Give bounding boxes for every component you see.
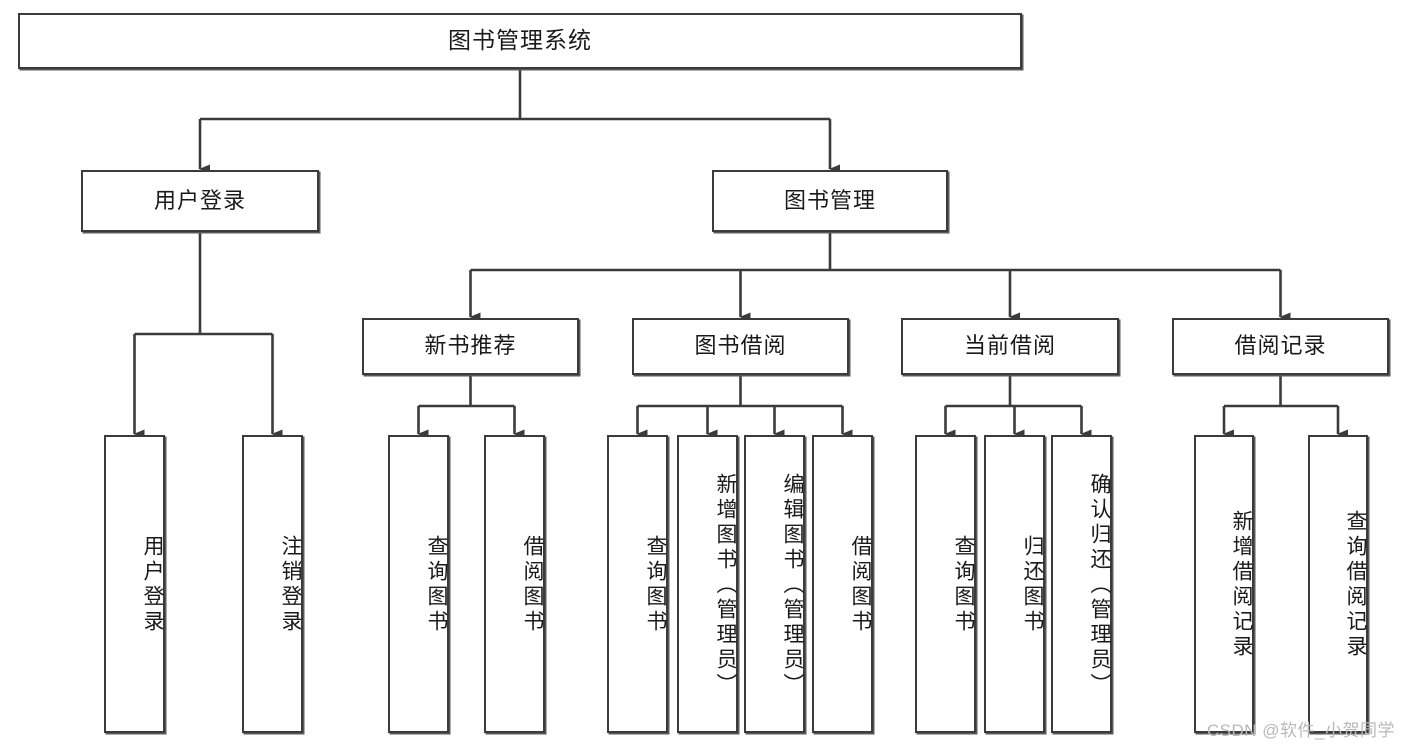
node-leaf-edit-book[interactable]: 编辑图书（管理员）: [744, 435, 805, 733]
node-book-borrow-label: 图书借阅: [694, 333, 787, 359]
node-root-label: 图书管理系统: [448, 27, 592, 54]
node-leaf-confirm-return[interactable]: 确认归还（管理员）: [1051, 435, 1112, 733]
node-new-book-recommend[interactable]: 新书推荐: [362, 318, 579, 375]
node-book-borrow[interactable]: 图书借阅: [632, 318, 849, 375]
node-current-borrow[interactable]: 当前借阅: [901, 318, 1119, 375]
node-leaf-query-record-label: 查询借阅记录: [1344, 510, 1367, 660]
node-new-book-recommend-label: 新书推荐: [424, 333, 517, 359]
node-leaf-query-book-1-label: 查询图书: [425, 535, 448, 635]
node-leaf-borrow-book-1[interactable]: 借阅图书: [484, 435, 545, 733]
watermark-label: CSDN @软件_小贺同学: [1206, 721, 1395, 740]
node-book-management[interactable]: 图书管理: [712, 170, 948, 232]
node-leaf-query-record[interactable]: 查询借阅记录: [1308, 435, 1368, 733]
node-leaf-borrow-book-1-label: 借阅图书: [521, 535, 544, 635]
node-borrow-record-label: 借阅记录: [1234, 333, 1327, 359]
node-current-borrow-label: 当前借阅: [963, 333, 1056, 359]
node-root[interactable]: 图书管理系统: [18, 13, 1022, 69]
node-leaf-borrow-book-2[interactable]: 借阅图书: [812, 435, 873, 733]
node-leaf-add-record[interactable]: 新增借阅记录: [1194, 435, 1254, 733]
node-leaf-add-book[interactable]: 新增图书（管理员）: [677, 435, 738, 733]
node-leaf-return-book[interactable]: 归还图书: [984, 435, 1045, 733]
node-leaf-query-book-3[interactable]: 查询图书: [915, 435, 976, 733]
node-book-management-label: 图书管理: [783, 187, 876, 213]
node-user-login-label: 用户登录: [153, 187, 246, 213]
node-user-login[interactable]: 用户登录: [81, 170, 319, 232]
node-leaf-confirm-return-label: 确认归还（管理员）: [1088, 472, 1111, 698]
node-leaf-add-record-label: 新增借阅记录: [1230, 510, 1253, 660]
node-leaf-edit-book-label: 编辑图书（管理员）: [781, 472, 804, 698]
node-leaf-return-book-label: 归还图书: [1021, 535, 1044, 635]
node-leaf-query-book-3-label: 查询图书: [952, 535, 975, 635]
node-leaf-user-logout[interactable]: 注销登录: [242, 435, 303, 733]
node-leaf-query-book-2-label: 查询图书: [644, 535, 667, 635]
node-leaf-borrow-book-2-label: 借阅图书: [849, 535, 872, 635]
node-borrow-record[interactable]: 借阅记录: [1172, 318, 1389, 375]
node-leaf-query-book-1[interactable]: 查询图书: [388, 435, 449, 733]
node-leaf-user-logout-label: 注销登录: [279, 535, 302, 635]
node-leaf-query-book-2[interactable]: 查询图书: [607, 435, 668, 733]
node-leaf-user-login[interactable]: 用户登录: [104, 435, 165, 733]
node-leaf-user-login-label: 用户登录: [141, 535, 164, 635]
node-leaf-add-book-label: 新增图书（管理员）: [714, 472, 737, 698]
